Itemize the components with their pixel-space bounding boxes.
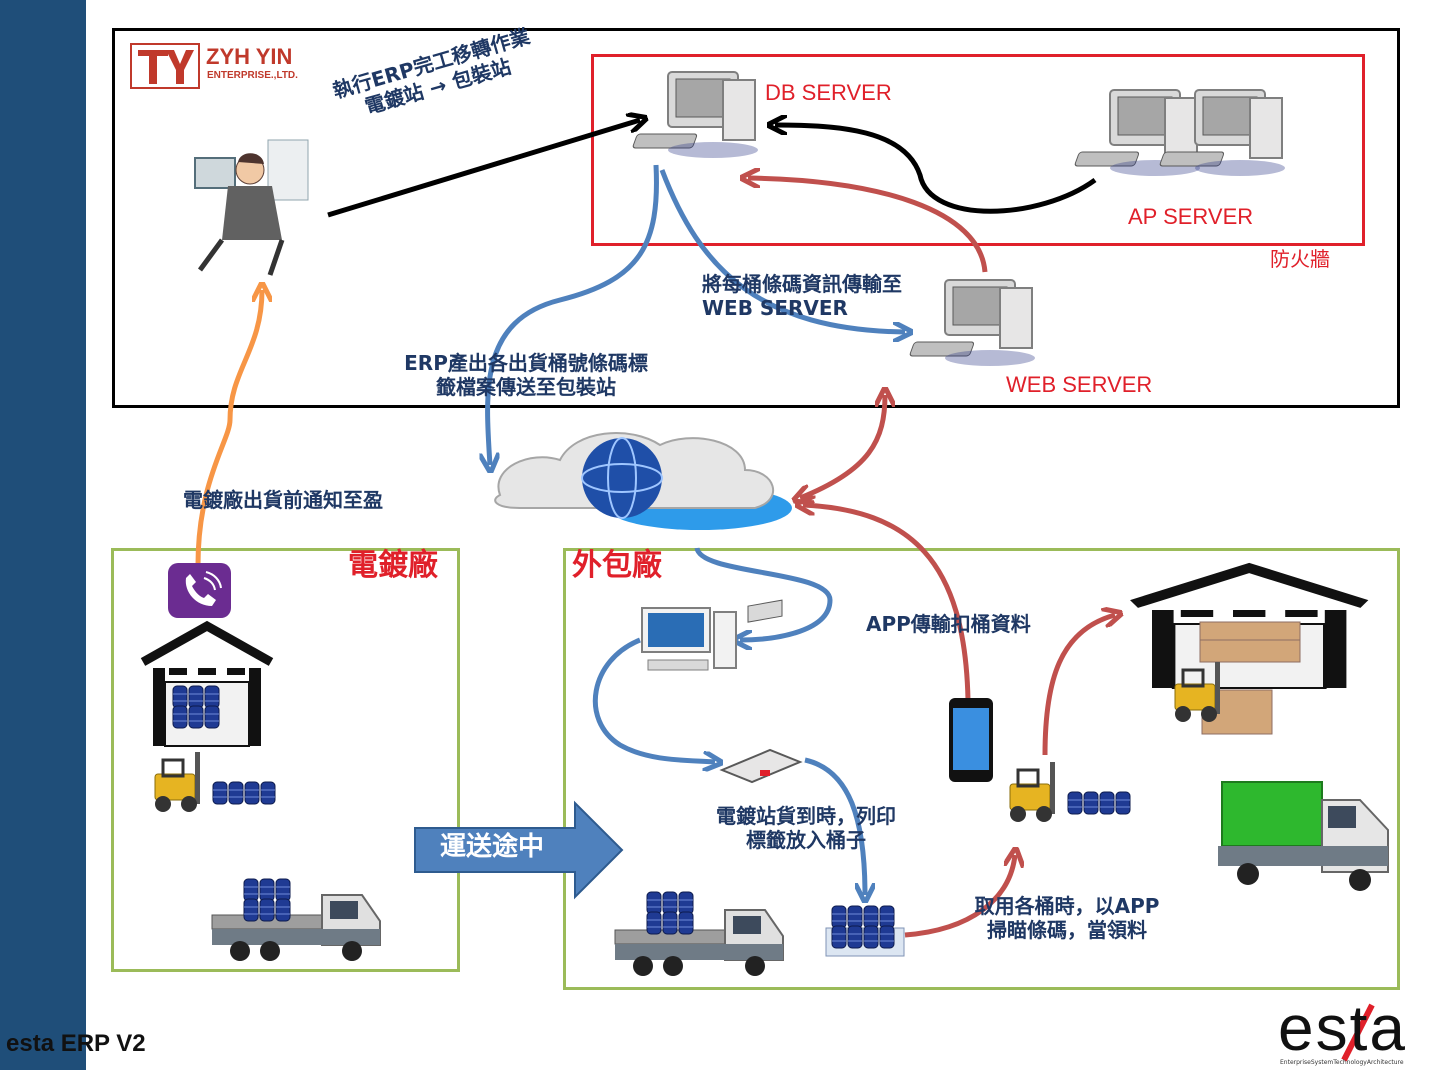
print-line1: 電鍍站貨到時，列印 (716, 804, 896, 828)
web-transfer-caption: 將每桶條碼資訊傳輸至 WEB SERVER (702, 272, 902, 320)
esta-logo: esta (1278, 992, 1407, 1064)
arrow-web-to-db (748, 178, 988, 273)
app-upload-caption: APP傳輸扣桶資料 (866, 612, 1031, 636)
arrow-barrels-to-forklift (904, 855, 1015, 938)
company-logo-name: ZYH YIN (206, 44, 293, 69)
plating-plant-frame (111, 548, 460, 972)
office-worker-icon (194, 139, 309, 276)
arrow-forklift-to-warehouse (1042, 615, 1115, 756)
db-server-computer-icon (631, 71, 759, 159)
notify-caption: 電鍍廠出貨前通知至盈 (183, 488, 383, 512)
desktop-pc-icon (641, 607, 737, 671)
esta-logo-swoosh (1341, 1003, 1375, 1062)
esta-logo-tagline: EnterpriseSystemTechnologyArchitecture (1280, 1059, 1404, 1066)
arrow-erp-transfer (327, 120, 640, 218)
label-file-caption: ERP產出各出貨桶號條碼標 籤檔案傳送至包裝站 (383, 351, 669, 399)
printer-icon (719, 599, 803, 784)
company-logo-subtitle: ENTERPRISE.,LTD. (207, 70, 298, 81)
label-file-line1: ERP產出各出貨桶號條碼標 (404, 351, 648, 375)
ap-server-label: AP SERVER (1128, 204, 1254, 229)
outsource-plant-frame (563, 548, 1400, 990)
smartphone-icon (949, 698, 993, 782)
plating-truck-icon (211, 878, 381, 962)
plating-warehouse-icon (143, 626, 271, 746)
print-line2: 標籤放入桶子 (746, 828, 866, 852)
left-sidebar-band (0, 0, 86, 1070)
outsource-truck-icon (614, 891, 784, 977)
outsource-forklift-icon (1008, 760, 1131, 824)
scan-line2: 掃瞄條碼，當領料 (987, 918, 1147, 942)
scan-line1: 取用各桶時，以APP (974, 894, 1160, 918)
plating-forklift-icon (153, 750, 276, 814)
arrow-db-to-cloud (488, 164, 659, 465)
barrels-icon (825, 905, 905, 957)
arrow-ap-to-db (775, 125, 1097, 214)
outsource-plant-title: 外包廠 (572, 548, 662, 583)
in-transit-arrow (414, 800, 624, 900)
web-transfer-line2: WEB SERVER (702, 296, 848, 320)
headquarters-frame (112, 28, 1400, 408)
zyh-yin-logo-icon (130, 43, 200, 89)
web-server-computer-icon (908, 279, 1036, 367)
arrow-cloud-to-pc (694, 547, 833, 640)
product-title: esta ERP V2 (6, 1030, 146, 1057)
web-server-label: WEB SERVER (1006, 372, 1153, 397)
label-file-line2: 籤檔案傳送至包裝站 (436, 375, 616, 399)
scan-caption: 取用各桶時，以APP 掃瞄條碼，當領料 (958, 894, 1176, 942)
green-truck-icon (1218, 781, 1389, 891)
cloud-globe-icon (494, 432, 792, 530)
plating-plant-title: 電鍍廠 (348, 548, 438, 583)
arrow-cloud-web (800, 395, 885, 498)
in-transit-label: 運送途中 (440, 832, 545, 862)
arrow-phone-to-cloud (803, 505, 971, 701)
phone-call-icon (168, 563, 231, 618)
arrow-pc-to-printer (592, 637, 715, 762)
arrow-db-to-web (659, 169, 905, 332)
arrow-printer-to-barrels (804, 757, 865, 895)
firewall-label: 防火牆 (1270, 247, 1330, 271)
db-server-label: DB SERVER (765, 80, 892, 105)
cargo-boxes-icon (1199, 621, 1301, 735)
web-transfer-line1: 將每桶條碼資訊傳輸至 (702, 272, 902, 296)
arrow-notify (195, 290, 262, 566)
print-caption: 電鍍站貨到時，列印 標籤放入桶子 (698, 804, 914, 852)
